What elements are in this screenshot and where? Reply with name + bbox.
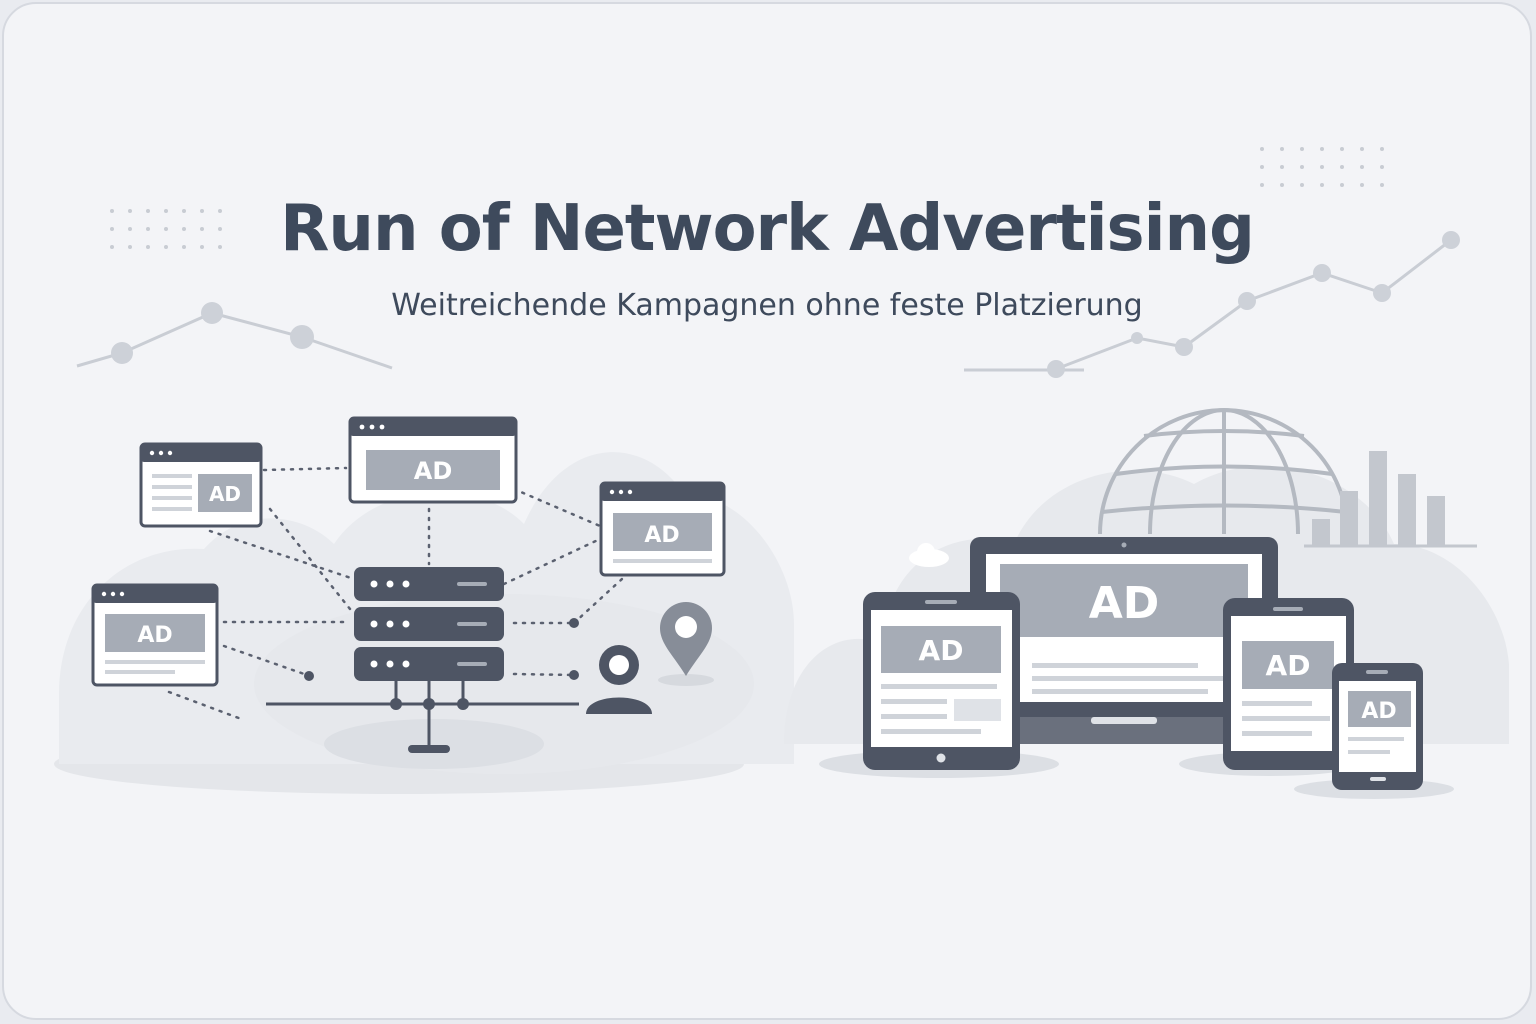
line-decoration-left-points — [111, 302, 314, 364]
browser-window-ad-4: AD — [91, 583, 219, 687]
laptop-icon: AD — [970, 537, 1278, 744]
page-title: Run of Network Advertising — [280, 192, 1255, 266]
server-icon — [266, 567, 579, 753]
tablet-icon: AD — [863, 592, 1020, 770]
ad-label: AD — [1266, 649, 1311, 682]
map-pin-icon — [658, 602, 714, 686]
dot-grid-right — [1260, 147, 1384, 187]
page-subtitle: Weitreichende Kampagnen ohne feste Platz… — [391, 288, 1143, 323]
network-connectors — [167, 466, 624, 722]
tablet-icon: AD — [1223, 598, 1354, 770]
line-decoration-right-points — [1047, 231, 1460, 378]
ad-label: AD — [919, 634, 964, 667]
browser-window-ad-3: AD — [599, 481, 726, 577]
ad-label: AD — [1361, 699, 1396, 724]
phone-icon: AD — [1332, 663, 1423, 790]
user-icon — [586, 645, 652, 714]
bar-chart-icon — [1304, 451, 1477, 548]
illustration: AD AD AD AD — [54, 147, 1509, 799]
browser-window-ad-1: AD — [139, 442, 263, 528]
ad-label: AD — [414, 457, 453, 485]
ad-label: AD — [1089, 578, 1160, 629]
ad-label: AD — [209, 482, 241, 506]
browser-window-ad-2: AD — [348, 416, 518, 504]
cloud-icon — [909, 543, 949, 567]
connector-nodes — [304, 618, 579, 681]
globe-icon — [1098, 408, 1350, 535]
dot-grid-left — [110, 209, 222, 249]
ad-label: AD — [137, 623, 172, 648]
ad-label: AD — [644, 523, 679, 548]
